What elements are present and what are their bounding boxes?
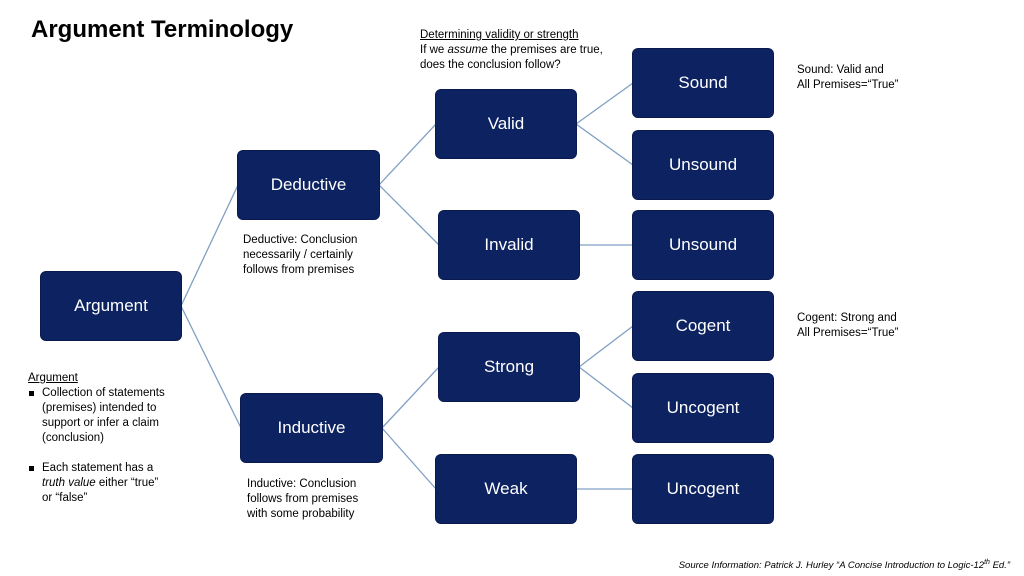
list-item: Collection of statements (premises) inte… [29,387,165,444]
validity-note-line2: If we assume the premises are true, [420,44,603,56]
edge-valid-unsound [575,123,634,166]
list-item: Each statement has a truth value either … [29,461,165,506]
argument-definition: Argument Collection of statements (premi… [28,371,165,506]
validity-note: Determining validity or strength If we a… [420,28,603,73]
node-unsound-valid: Unsound [633,131,773,199]
node-deductive: Deductive [238,151,379,219]
node-valid: Valid [436,90,576,158]
validity-note-line3: does the conclusion follow? [420,59,561,71]
deductive-note: Deductive: Conclusion necessarily / cert… [243,234,358,276]
edge-argument-deductive [180,184,239,307]
inductive-note: Inductive: Conclusion follows from premi… [247,478,359,520]
cogent-note: Cogent: Strong and All Premises=“True” [797,312,899,339]
page-title: Argument Terminology [31,16,294,43]
edge-deductive-valid [378,123,437,186]
node-unsound-invalid: Unsound [633,211,773,279]
edge-inductive-weak [381,427,437,490]
edge-strong-cogent [578,325,634,368]
sound-note: Sound: Valid and All Premises=“True” [797,64,899,91]
argument-definition-list: Collection of statements (premises) inte… [28,386,165,506]
node-inductive: Inductive [241,394,382,462]
edge-inductive-strong [381,366,440,429]
node-sound: Sound [633,49,773,117]
node-uncogent-strong: Uncogent [633,374,773,442]
node-cogent: Cogent [633,292,773,360]
source-citation: Source Information: Patrick J. Hurley “A… [678,559,1010,572]
argument-definition-heading: Argument [28,372,78,384]
validity-note-heading: Determining validity or strength [420,29,579,41]
edge-valid-sound [575,82,634,125]
edge-deductive-invalid [378,184,440,246]
node-invalid: Invalid [439,211,579,279]
node-uncogent-weak: Uncogent [633,455,773,523]
node-strong: Strong [439,333,579,401]
edge-argument-inductive [180,305,242,429]
node-argument: Argument [41,272,181,340]
edge-strong-uncogent [578,366,634,409]
node-weak: Weak [436,455,576,523]
